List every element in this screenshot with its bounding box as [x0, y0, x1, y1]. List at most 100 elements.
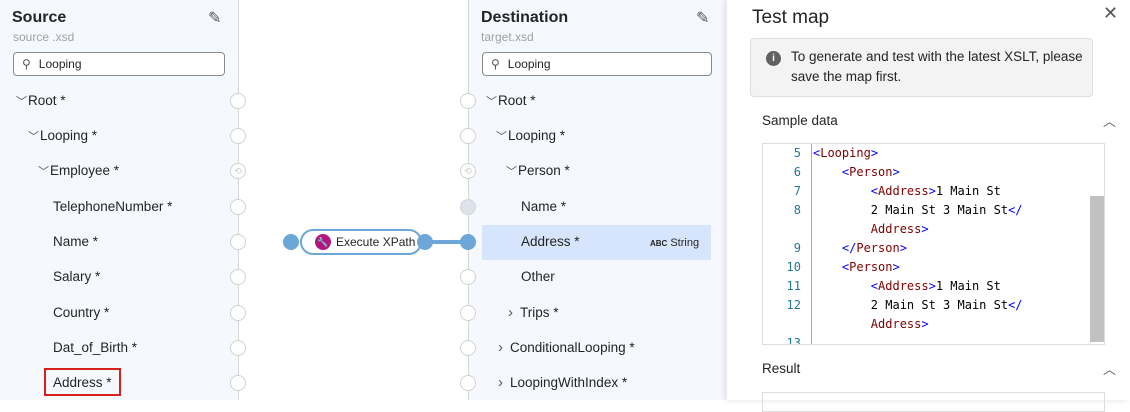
code-line: 6 <Person> [763, 163, 1093, 182]
edit-source-pencil-icon[interactable]: ✎ [208, 10, 222, 27]
destination-tree-item[interactable]: › Trips * [508, 303, 559, 323]
edit-destination-pencil-icon[interactable]: ✎ [696, 10, 710, 27]
destination-tree-item[interactable]: › LoopingWithIndex * [498, 373, 627, 393]
source-tree-item[interactable]: Dat_of_Birth * [53, 338, 137, 358]
info-icon: i [766, 51, 781, 66]
result-header[interactable]: Result [762, 361, 801, 376]
destination-search-input[interactable]: ⚲Looping [482, 52, 712, 76]
tree-item-label: Dat_of_Birth * [53, 340, 138, 355]
tree-item-label: Looping * [508, 128, 566, 143]
mapping-line [425, 240, 468, 244]
chevron-down-icon[interactable]: ﹀ [28, 131, 39, 143]
sample-data-editor[interactable]: 5<Looping>6 <Person>7 <Address>1 Main St… [762, 143, 1105, 345]
collapse-result-chevron-icon[interactable]: ︿ [1103, 362, 1117, 377]
source-tree-item[interactable]: Salary * [53, 267, 100, 287]
code-line: Address> [763, 220, 1093, 239]
code-line: 9 </Person> [763, 239, 1093, 258]
function-output-handle[interactable] [417, 234, 433, 250]
tree-item-label: Name * [53, 234, 99, 249]
code-text: <Address>1 Main St [870, 184, 1001, 198]
search-icon: ⚲ [491, 57, 500, 71]
tree-item-label: Looping * [40, 128, 98, 143]
line-number: 7 [793, 184, 801, 198]
destination-connection-handle[interactable] [460, 128, 476, 144]
source-title: Source [12, 9, 67, 26]
tree-item-label: Address * [53, 375, 112, 390]
code-line: 8 2 Main St 3 Main St</ [763, 201, 1093, 220]
destination-tree-item[interactable]: ﹀Root * [486, 91, 536, 112]
code-text: <Person> [841, 260, 900, 274]
loop-handle-icon[interactable]: ⟲ [230, 163, 246, 179]
source-tree-item[interactable]: ﹀Looping * [28, 126, 97, 147]
string-type-icon: ABC [650, 239, 668, 248]
source-tree-item[interactable]: ﹀Employee * [38, 161, 119, 182]
collapse-sample-chevron-icon[interactable]: ︿ [1103, 114, 1117, 129]
code-text: <Person> [841, 165, 900, 179]
code-line: Address> [763, 315, 1093, 334]
destination-connection-handle[interactable] [460, 269, 476, 285]
source-connection-handle[interactable] [230, 128, 246, 144]
code-text: <Address>1 Main St [870, 279, 1001, 293]
destination-tree-item[interactable]: ›ConditionalLooping * [498, 338, 635, 358]
chevron-down-icon[interactable]: ﹀ [38, 166, 49, 178]
loop-handle-icon[interactable]: ⟲ [460, 163, 476, 179]
execute-xpath-function-node[interactable]: 🔧Execute XPath [300, 229, 422, 255]
close-icon[interactable]: ✕ [1103, 3, 1119, 23]
tree-item-label: LoopingWithIndex * [510, 375, 628, 390]
source-tree-item[interactable]: Name * [53, 232, 98, 252]
destination-connection-handle[interactable] [460, 375, 476, 391]
line-number: 8 [793, 203, 801, 217]
destination-tree-item[interactable]: ﹀Looping * [496, 126, 565, 147]
destination-connection-handle[interactable] [460, 305, 476, 321]
destination-connection-handle[interactable] [460, 340, 476, 356]
code-text: </Person> [841, 241, 907, 255]
line-number: 6 [793, 165, 801, 179]
source-tree-item[interactable]: TelephoneNumber * [53, 197, 172, 217]
source-connection-handle[interactable] [230, 234, 246, 250]
tree-item-label: Root * [28, 93, 66, 108]
tree-item-label: Trips * [520, 305, 559, 320]
chevron-down-icon[interactable]: ﹀ [486, 96, 497, 108]
wrench-icon: 🔧 [315, 234, 331, 250]
destination-connection-handle[interactable] [460, 93, 476, 109]
result-editor[interactable] [762, 392, 1105, 412]
tree-item-label: Other [521, 269, 555, 284]
code-text: 2 Main St 3 Main St</ [870, 203, 1023, 217]
source-connection-handle[interactable] [230, 93, 246, 109]
source-connection-handle[interactable] [230, 340, 246, 356]
chevron-right-icon[interactable]: › [498, 374, 503, 391]
function-input-handle[interactable] [283, 234, 299, 250]
code-text: Address> [870, 222, 929, 236]
tree-item-label: Salary * [53, 269, 101, 284]
destination-tree-item[interactable]: Name * [521, 197, 566, 217]
destination-tree-item[interactable]: Other [521, 267, 555, 287]
chevron-right-icon[interactable]: › [498, 339, 503, 356]
sample-data-header[interactable]: Sample data [762, 113, 838, 128]
selected-row-highlight [482, 225, 711, 260]
code-line: 7 <Address>1 Main St [763, 182, 1093, 201]
source-search-input[interactable]: ⚲Looping [13, 52, 225, 76]
code-text: <Looping> [813, 146, 879, 160]
source-connection-handle[interactable] [230, 305, 246, 321]
source-connection-handle[interactable] [230, 199, 246, 215]
destination-title: Destination [481, 9, 569, 26]
chevron-down-icon[interactable]: ﹀ [496, 131, 507, 143]
code-line: 10 <Person> [763, 258, 1093, 277]
tree-item-label: Name * [521, 199, 567, 214]
destination-connection-handle[interactable] [460, 199, 476, 215]
chevron-down-icon[interactable]: ﹀ [506, 166, 517, 178]
tree-item-label: Root * [498, 93, 536, 108]
line-number: 5 [793, 146, 801, 160]
source-connection-handle[interactable] [230, 375, 246, 391]
editor-scrollbar[interactable] [1090, 196, 1104, 342]
source-tree-item[interactable]: ﹀Root * [16, 91, 66, 112]
code-text: 2 Main St 3 Main St</ [870, 298, 1023, 312]
chevron-right-icon[interactable]: › [508, 304, 513, 321]
source-connection-handle[interactable] [230, 269, 246, 285]
destination-tree-item[interactable]: ﹀Person * [506, 161, 570, 182]
destination-tree-item[interactable]: Address * [521, 232, 580, 252]
chevron-down-icon[interactable]: ﹀ [16, 96, 27, 108]
source-tree-item[interactable]: Country * [53, 303, 109, 323]
source-tree-item[interactable]: Address * [53, 373, 112, 393]
